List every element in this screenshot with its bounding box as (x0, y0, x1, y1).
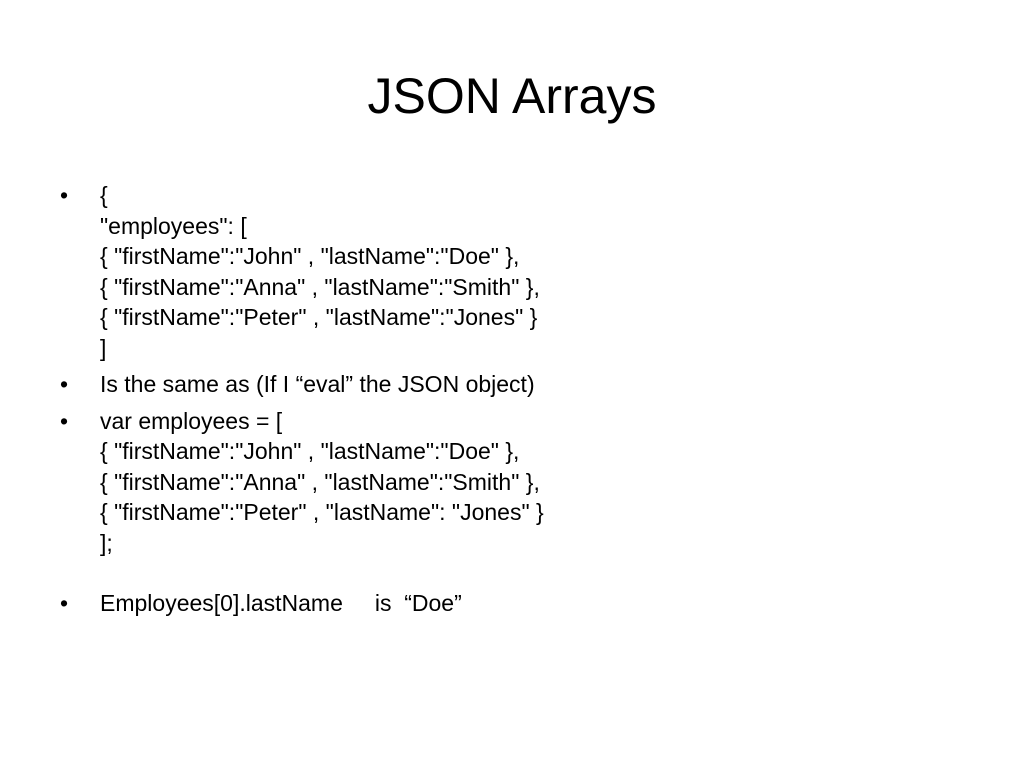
code-line: ] (100, 334, 107, 361)
code-line: { "firstName":"John" , "lastName":"Doe" … (100, 438, 520, 464)
code-line: { "firstName":"Anna" , "lastName":"Smith… (100, 273, 540, 300)
bullet-dot-icon: • (60, 590, 69, 616)
bullet-item-lastname-result: • Employees[0].lastName is “Doe” (56, 588, 956, 619)
bullet-text: Employees[0].lastName is “Doe” (100, 590, 462, 616)
slide-title: JSON Arrays (367, 68, 657, 124)
code-line: { "firstName":"Anna" , "lastName":"Smith… (100, 468, 540, 495)
bullet-item-same-as: • Is the same as (If I “eval” the JSON o… (56, 369, 956, 400)
bullet-item-var-employees: • var employees = [ { "firstName":"John"… (56, 406, 956, 559)
code-line: ]; (100, 529, 113, 556)
code-line: { "firstName":"Peter" , "lastName":"Jone… (100, 304, 538, 330)
bullet-item-json-object: • { "employees": [ { "firstName":"John" … (56, 180, 956, 363)
bullet-dot-icon: • (60, 371, 69, 397)
bullet-dot-icon: • (60, 182, 69, 208)
bullet-text: Is the same as (If I “eval” the JSON obj… (100, 371, 535, 397)
bullet-dot-icon: • (60, 407, 69, 434)
code-line: { "firstName":"John" , "lastName":"Doe" … (100, 243, 520, 269)
code-line: { "firstName":"Peter" , "lastName": "Jon… (100, 499, 544, 525)
bullet-list: • { "employees": [ { "firstName":"John" … (56, 180, 956, 625)
code-line: { (100, 182, 108, 208)
code-line: "employees": [ (100, 212, 247, 239)
code-line: var employees = [ (100, 407, 283, 434)
